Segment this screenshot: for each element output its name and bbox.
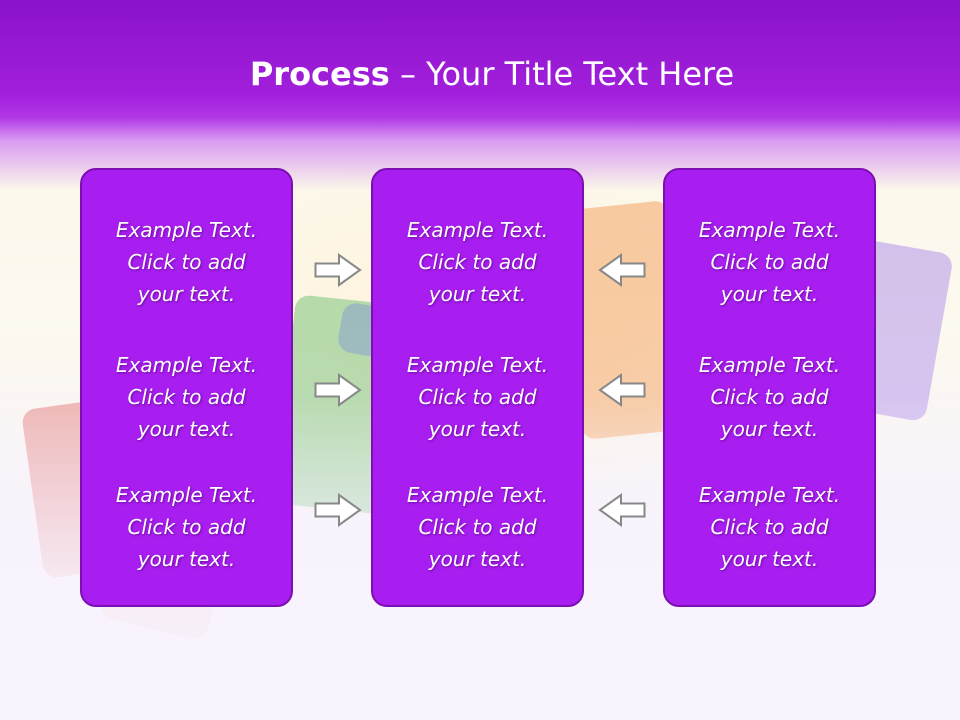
text-line: your text. bbox=[137, 282, 236, 306]
text-line: your text. bbox=[137, 417, 236, 441]
arrow-right-icon bbox=[314, 253, 362, 287]
header-band bbox=[0, 0, 960, 190]
text-line: Example Text. bbox=[406, 353, 549, 377]
text-line: Click to add bbox=[418, 250, 537, 274]
text-item[interactable]: Example Text. Click to add your text. bbox=[373, 214, 582, 310]
arrow-right-icon bbox=[314, 373, 362, 407]
text-line: your text. bbox=[428, 417, 527, 441]
title-bold: Process bbox=[249, 55, 390, 93]
text-line: Click to add bbox=[710, 515, 829, 539]
text-item[interactable]: Example Text. Click to add your text. bbox=[82, 349, 291, 445]
text-item[interactable]: Example Text. Click to add your text. bbox=[665, 214, 874, 310]
arrow-left-icon bbox=[598, 253, 646, 287]
text-line: Example Text. bbox=[115, 218, 258, 242]
process-box-left[interactable]: Example Text. Click to add your text. Ex… bbox=[80, 168, 293, 607]
arrow-right-icon bbox=[314, 493, 362, 527]
text-line: Click to add bbox=[710, 385, 829, 409]
text-line: Click to add bbox=[127, 515, 246, 539]
arrow-left-icon bbox=[598, 493, 646, 527]
text-line: Click to add bbox=[418, 385, 537, 409]
text-line: Example Text. bbox=[115, 483, 258, 507]
text-line: Example Text. bbox=[406, 483, 549, 507]
text-line: Example Text. bbox=[698, 353, 841, 377]
text-line: your text. bbox=[428, 547, 527, 571]
text-line: your text. bbox=[720, 417, 819, 441]
text-item[interactable]: Example Text. Click to add your text. bbox=[665, 479, 874, 575]
slide-title[interactable]: Process – Your Title Text Here bbox=[0, 52, 960, 96]
text-item[interactable]: Example Text. Click to add your text. bbox=[665, 349, 874, 445]
title-rest: – Your Title Text Here bbox=[389, 55, 735, 93]
text-item[interactable]: Example Text. Click to add your text. bbox=[373, 349, 582, 445]
text-item[interactable]: Example Text. Click to add your text. bbox=[82, 479, 291, 575]
text-line: Example Text. bbox=[698, 218, 841, 242]
text-line: Example Text. bbox=[698, 483, 841, 507]
process-box-right[interactable]: Example Text. Click to add your text. Ex… bbox=[663, 168, 876, 607]
text-item[interactable]: Example Text. Click to add your text. bbox=[373, 479, 582, 575]
text-line: your text. bbox=[428, 282, 527, 306]
arrow-left-icon bbox=[598, 373, 646, 407]
text-line: Click to add bbox=[710, 250, 829, 274]
text-line: your text. bbox=[720, 547, 819, 571]
text-line: your text. bbox=[720, 282, 819, 306]
text-item[interactable]: Example Text. Click to add your text. bbox=[82, 214, 291, 310]
process-box-center[interactable]: Example Text. Click to add your text. Ex… bbox=[371, 168, 584, 607]
text-line: Example Text. bbox=[115, 353, 258, 377]
text-line: Click to add bbox=[127, 385, 246, 409]
text-line: Click to add bbox=[127, 250, 246, 274]
text-line: Example Text. bbox=[406, 218, 549, 242]
text-line: Click to add bbox=[418, 515, 537, 539]
text-line: your text. bbox=[137, 547, 236, 571]
